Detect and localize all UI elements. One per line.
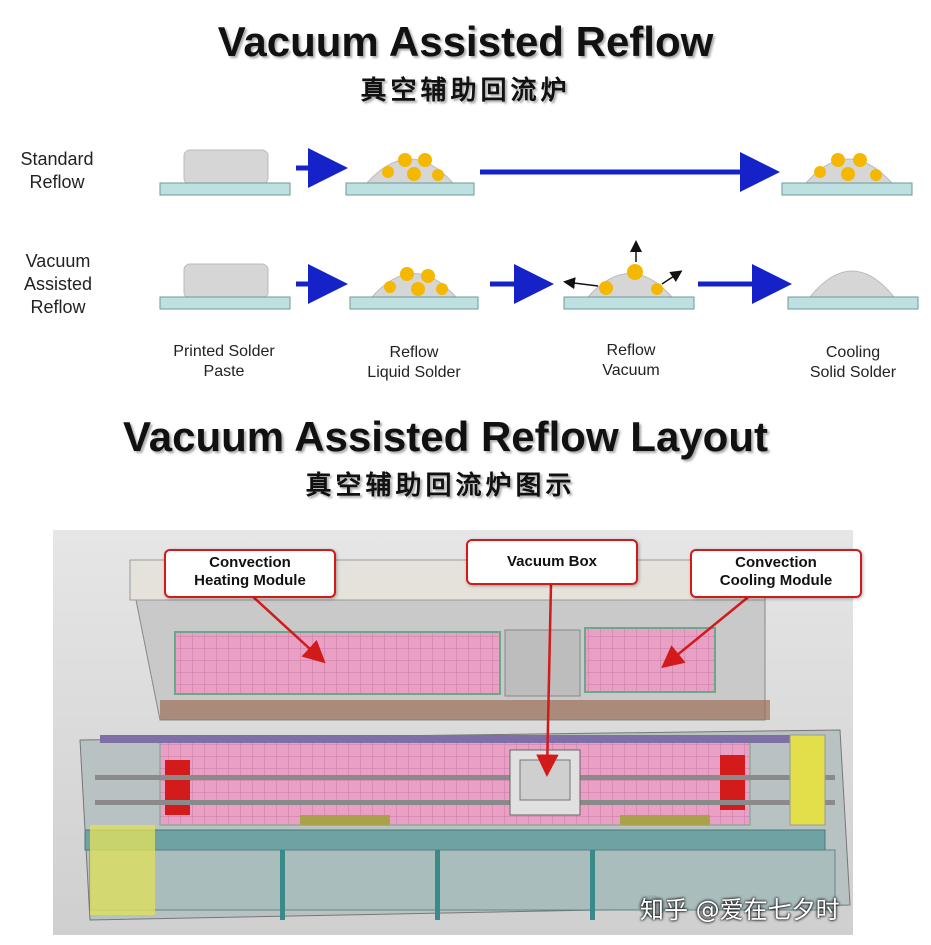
step-label-liquid: Reflow Liquid Solder <box>367 344 461 381</box>
callout-vacuum-box: Vacuum Box <box>466 539 638 585</box>
step-label-vacuum: Reflow Vacuum <box>602 342 660 379</box>
conveyor-heating-zone <box>159 739 751 826</box>
watermark: 知乎 @爱在七夕时 <box>640 896 840 924</box>
row-label-vacuum: Vacuum Assisted Reflow <box>23 251 93 317</box>
main-title: Vacuum Assisted Reflow <box>217 18 714 65</box>
watermark-icon <box>638 895 666 917</box>
vacuum-step-4-solid <box>787 270 919 310</box>
standard-step-3-solid <box>781 153 913 196</box>
vacuum-step-1-paste <box>159 263 291 310</box>
layout-title: Vacuum Assisted Reflow Layout <box>123 413 768 460</box>
step-label-paste: Printed Solder Paste <box>173 343 275 380</box>
step-label-solid: Cooling Solid Solder <box>809 344 897 381</box>
layout-subtitle-cn: 真空辅助回流炉图示 <box>305 471 576 501</box>
cooling-module-lid <box>584 627 716 693</box>
row-label-standard: Standard Reflow <box>20 149 94 192</box>
standard-step-1-paste <box>159 149 291 196</box>
vacuum-step-3-vacuum <box>563 240 695 310</box>
process-diagram <box>159 148 919 310</box>
heating-module-lid <box>174 631 501 695</box>
callout-heating-module: Convection Heating Module <box>164 549 336 598</box>
main-subtitle-cn: 真空辅助回流炉 <box>360 76 571 106</box>
callout-cooling-module: Convection Cooling Module <box>690 549 862 598</box>
vacuum-step-2-liquid <box>349 267 479 310</box>
standard-step-2-liquid <box>345 153 475 196</box>
